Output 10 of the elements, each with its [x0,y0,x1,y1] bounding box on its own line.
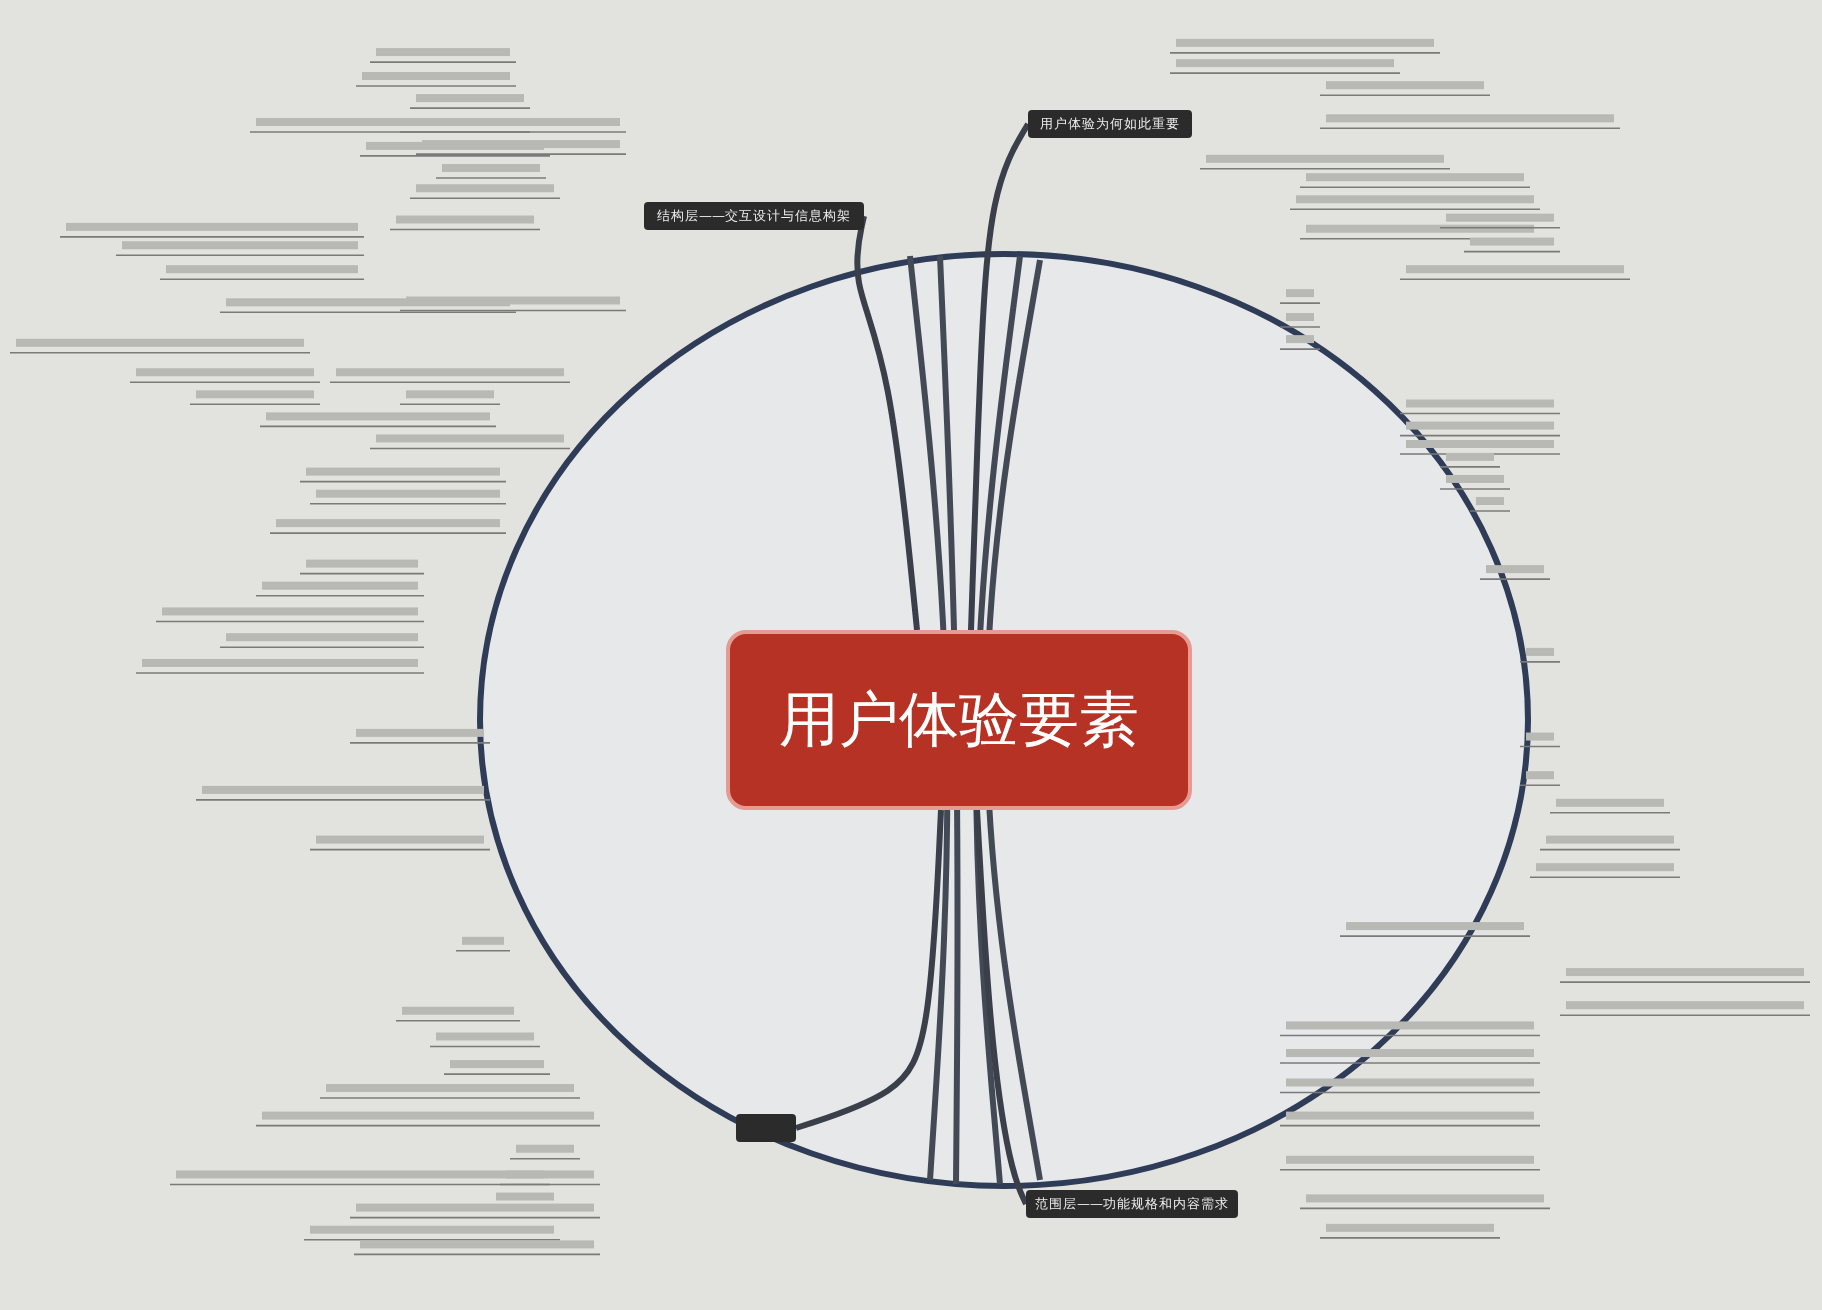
topic-text: 用户体验要素 [779,683,1139,759]
branch-topic-box [1028,110,1192,138]
branch-topic-box [1026,1190,1238,1218]
branch-line [795,809,944,1131]
branch-line [974,809,1029,1206]
branch-box [736,1114,796,1142]
central-topic-box [726,630,1192,810]
branch-line [854,215,920,631]
branch-topic-box [644,202,864,230]
branch-line [968,122,1031,631]
